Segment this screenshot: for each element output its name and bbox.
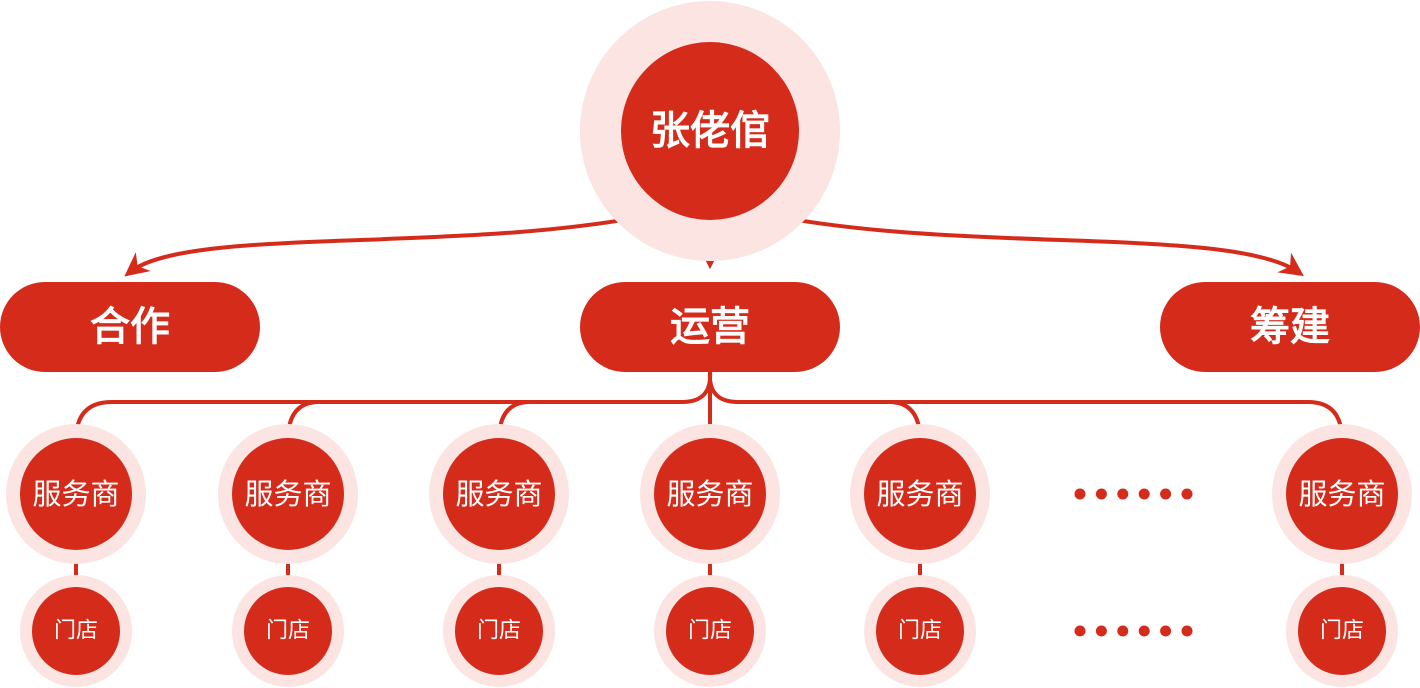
bus-line-right [707,371,1344,441]
branch-choujian: 筹建 [1160,282,1420,372]
service-provider-label: 服务商 [1298,477,1385,511]
ellipsis-dot [1095,625,1107,637]
branch-label: 运营 [670,304,750,350]
branch-pills: 合作 运营 筹建 [0,282,1420,372]
store-circle [455,587,543,675]
root-node: 张佬倌 [580,1,840,261]
ellipsis-group [1074,488,1193,637]
service-provider-label: 服务商 [455,477,542,511]
store-label: 门店 [54,619,98,644]
connector-lines [74,210,1344,441]
store-circle [32,587,120,675]
store-circle [1298,587,1386,675]
service-provider-label: 服务商 [666,477,753,511]
store-circle [244,587,332,675]
ellipsis-dot [1160,625,1172,637]
service-provider-label: 服务商 [876,477,963,511]
ellipsis-dot [1074,625,1086,637]
ellipsis-dot [1117,488,1129,500]
store-label: 门店 [898,619,942,644]
service-provider-circle [1286,438,1398,550]
ellipsis-dot [1160,488,1172,500]
arrow-to-hezuo [124,210,666,277]
store-circle [876,587,964,675]
service-provider-circle [443,438,555,550]
store-label: 门店 [266,619,310,644]
ellipsis-dot [1095,488,1107,500]
bus-line-left [74,371,713,441]
branch-label: 筹建 [1250,304,1330,350]
branch-yunying: 运营 [580,282,840,372]
ellipsis-dot [1138,488,1150,500]
ellipsis-dots-icon [1074,488,1193,500]
store-circle [666,587,754,675]
ellipsis-dots-icon [1074,625,1193,637]
service-provider-label: 服务商 [244,477,331,511]
arrow-to-choujian [754,210,1304,277]
service-provider-circle [232,438,344,550]
ellipsis-dot [1181,625,1193,637]
ellipsis-dot [1117,625,1129,637]
branch-label: 合作 [90,304,170,350]
branch-hezuo: 合作 [0,282,260,372]
ellipsis-dot [1074,488,1086,500]
store-label: 门店 [477,619,521,644]
root-label: 张佬倌 [650,108,770,154]
ellipsis-dot [1181,488,1193,500]
store-label: 门店 [688,619,732,644]
root-circle [621,42,799,220]
service-provider-circle [654,438,766,550]
service-provider-label: 服务商 [32,477,119,511]
service-provider-circle [20,438,132,550]
ellipsis-dot [1138,625,1150,637]
store-label: 门店 [1320,619,1364,644]
service-provider-circle [864,438,976,550]
